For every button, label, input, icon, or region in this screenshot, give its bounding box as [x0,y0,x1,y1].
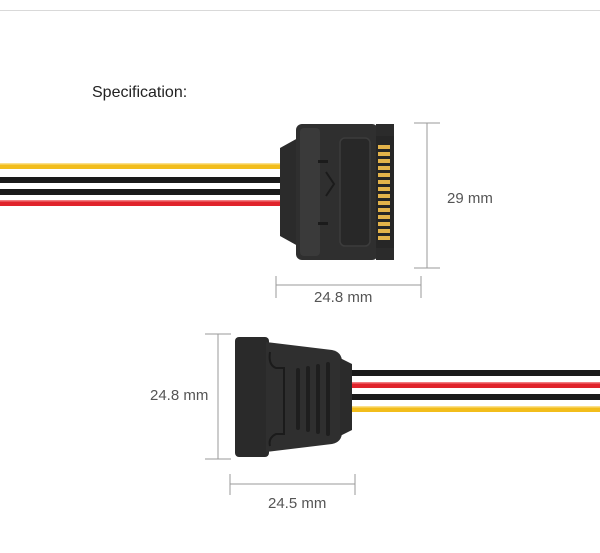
male-dimension-lines [275,122,440,298]
female-connector-body [266,342,342,452]
male-inner-frame [339,137,371,247]
wire-black-3 [340,370,600,376]
wire-yellow-2-highlight [340,406,600,408]
male-connector [280,124,394,260]
female-ribs [296,362,330,436]
male-pin-block [376,136,394,248]
wire-red-highlight [0,200,285,202]
male-tab-top [376,124,394,136]
female-connector-wires [340,370,600,412]
male-connector-wires [0,163,285,206]
male-tab-bottom [376,248,394,260]
wire-black-2 [0,189,285,195]
male-ridge-2 [318,222,328,225]
male-strain-relief [280,138,298,246]
female-height-label: 24.8 mm [150,387,209,404]
female-front-face [235,337,269,457]
wire-black [0,177,285,183]
wire-red-2 [340,382,600,388]
male-ridge-1 [318,160,328,163]
wire-yellow [0,163,285,169]
female-width-label: 24.5 mm [268,495,327,512]
wire-red [0,200,285,206]
specification-title: Specification: [92,84,188,101]
female-strain-relief [340,358,352,436]
wire-yellow-highlight [0,163,285,165]
female-side-mark [268,351,285,447]
divider [0,10,600,11]
male-width-label: 24.8 mm [314,289,373,306]
wire-red-2-highlight [340,382,600,384]
male-pins [378,145,390,240]
male-body-shade [300,128,320,256]
female-dimension-lines [205,333,356,495]
female-connector [235,337,352,457]
wire-yellow-2 [340,406,600,412]
male-key-mark [325,171,336,197]
male-height-label: 29 mm [447,190,493,207]
wire-black-4 [340,394,600,400]
